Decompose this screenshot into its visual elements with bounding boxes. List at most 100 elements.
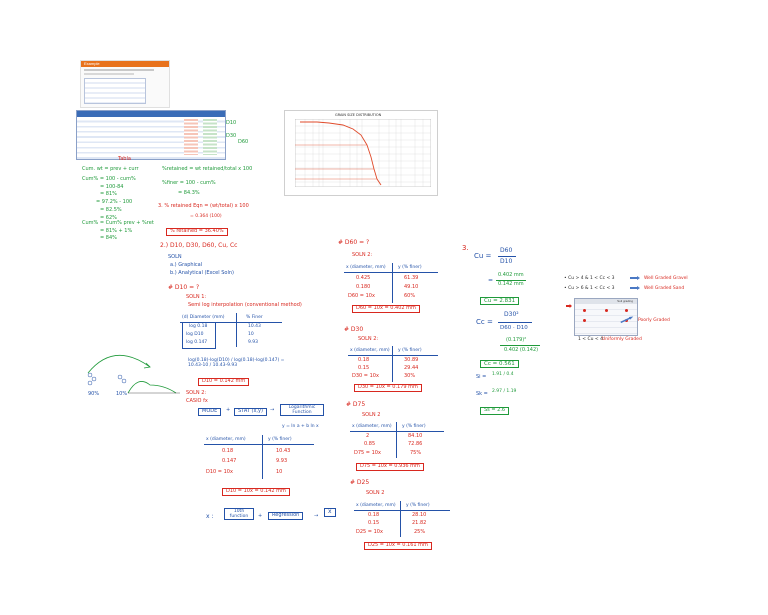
d30-row2-y: 29.44 — [404, 365, 419, 371]
grain-size-chart: GRAIN SIZE DISTRIBUTION — [284, 110, 438, 196]
d30-row2-x: 0.15 — [358, 365, 370, 371]
method-analytical: b.) Analytical (Excel Soln) — [170, 270, 234, 276]
d75-col-x: x (diameter, mm) — [352, 424, 392, 429]
cum-calc-10: = 84% — [100, 235, 117, 241]
flow2-result: x — [324, 508, 336, 517]
d60-col-y: y (% finer) — [398, 265, 422, 270]
d10-row1-y: 10.43 — [248, 324, 261, 329]
sieve-side-label-d10: D10 — [226, 120, 237, 126]
cum-calc-5: = 97.2% - 100 — [96, 199, 133, 205]
flow-arrow-1: → — [270, 407, 275, 413]
cu-num: D60 — [500, 247, 513, 254]
cum-calc-2: Cum% = 100 - cum% — [82, 176, 136, 182]
arrow-icon — [630, 286, 640, 290]
pct-label-10: 10% — [116, 391, 128, 397]
section3-heading: 3. — [462, 244, 469, 252]
d10-col-y: % Finer — [246, 315, 263, 320]
flow2-arrow: → — [314, 513, 319, 519]
d10-answer1: D10 = 0.142 mm — [198, 378, 250, 386]
section2-heading: 2.) D10, D30, D60, Cu, Cc — [160, 242, 238, 249]
poorly-graded-label: Poorly Graded — [638, 318, 670, 323]
chart-plot — [295, 119, 431, 187]
d30-soln: SOLN 2: — [358, 336, 379, 342]
d60-row2-x: 0.180 — [356, 284, 371, 290]
d75-col-y: y (% finer) — [402, 424, 426, 429]
d25-row1-x: 0.18 — [368, 512, 380, 518]
d60-row1-x: 0.425 — [356, 275, 371, 281]
flow-stat: STAT (x,y) — [234, 408, 267, 416]
arrow-icon — [566, 304, 572, 308]
arrow-icon — [630, 276, 640, 280]
cum-calc-4: = 81% — [100, 191, 117, 197]
t2-row1-x: 0.18 — [222, 448, 234, 454]
d30-row3-y: 30% — [404, 373, 416, 379]
extra-si: Si = — [476, 374, 487, 380]
d60-row1-y: 61.39 — [404, 275, 419, 281]
cum-calc-7: = 62% — [100, 215, 117, 221]
d25-row1-y: 28.10 — [412, 512, 427, 518]
cu-lhs: Cu = — [474, 252, 492, 260]
criteria-row-1: • Cu > 4 & 1 < Cc < 3 — [564, 276, 615, 281]
d75-row1-x: 2 — [366, 433, 370, 439]
d75-row3-x: D75 = 10x — [354, 450, 381, 456]
d25-soln: SOLN 2 — [366, 490, 385, 496]
criteria-row-2: • Cu > 6 & 1 < Cc < 3 — [564, 286, 615, 291]
d10-interp-eqn: log(0.18)-log(D10) / log(0.18)-log(0.147… — [188, 358, 285, 369]
d30-col-y: y (% finer) — [398, 348, 422, 353]
d25-heading: # D25 — [350, 479, 370, 486]
d75-soln: SOLN 2 — [362, 412, 381, 418]
cu-den: D10 — [500, 258, 513, 265]
d60-col-x: x (diameter, mm) — [346, 265, 386, 270]
cc-result: Cc = 0.561 — [480, 360, 519, 369]
slide-mini-table — [84, 78, 146, 104]
extra-sk-val: 2.97 / 1.19 — [492, 389, 517, 394]
t2-col-y: y (% finer) — [268, 437, 292, 442]
cc-den: D60 · D10 — [500, 325, 528, 331]
d75-row2-x: 0.85 — [364, 441, 376, 447]
d10-heading: # D10 = ? — [168, 284, 200, 291]
d25-row3-x: D25 = 10x — [356, 529, 383, 535]
method-graphical: a.) Graphical — [170, 262, 203, 268]
cu-result: Cu = 2.831 — [480, 297, 520, 306]
d30-heading: # D30 — [344, 326, 364, 333]
d25-col-x: x (diameter, mm) — [356, 503, 396, 508]
cum-calc-6: = 82.5% — [100, 207, 122, 213]
t2-row2-y: 9.93 — [276, 458, 288, 464]
d30-answer: D30 = 10x = 0.179 mm — [354, 384, 422, 392]
soln2-label: SOLN 2: — [186, 390, 207, 396]
pct-retained-result: % retained = 36.40% — [166, 228, 228, 236]
t2-row3-x: D10 = 10x — [206, 469, 233, 475]
section2-soln: SOLN — [168, 254, 182, 260]
criteria-label-1: Well Graded Gravel — [644, 276, 688, 281]
cu-sub-den: 0.142 mm — [498, 281, 524, 287]
t2-col-x: x (diameter, mm) — [206, 437, 246, 442]
d30-row1-x: 0.18 — [358, 357, 370, 363]
flow2-regression: Regression — [268, 512, 304, 520]
flow2-10th: 10th function — [224, 508, 254, 521]
flow-mode: MODE — [198, 408, 222, 416]
d25-row2-y: 21.82 — [412, 520, 427, 526]
d60-row3-y: 60% — [404, 293, 416, 299]
d75-row2-y: 72.86 — [408, 441, 423, 447]
flow-eqn: y = ln a + b ln x — [282, 424, 319, 429]
t2-row2-x: 0.147 — [222, 458, 237, 464]
d25-col-y: y (% finer) — [406, 503, 430, 508]
d10-row2-y: 10 — [248, 332, 254, 337]
chart-title: GRAIN SIZE DISTRIBUTION — [335, 113, 382, 117]
flow-plus-1: + — [226, 407, 231, 413]
sieve-side-label-d30: D30 — [226, 133, 237, 139]
d30-row1-y: 30.89 — [404, 357, 419, 363]
soln1-label: SOLN 1: — [186, 294, 207, 300]
d30-row3-x: D30 = 10x — [352, 373, 379, 379]
cc-sub-num: (0.179)² — [506, 337, 527, 343]
flow2-plus: + — [258, 513, 263, 519]
uniform-prefix: 1 < Cu < 4: — [578, 337, 605, 342]
cc-lhs: Cc = — [476, 318, 493, 326]
d10-row1-x: log 0.18 — [189, 324, 208, 329]
slide-banner: Example — [81, 61, 169, 67]
d25-row3-y: 25% — [414, 529, 426, 535]
cum-calc-1: Cum. wt = prev + curr — [82, 166, 139, 172]
d60-row2-y: 49.10 — [404, 284, 419, 290]
pct-retained-eqn: 3. % retained Eqn = (wt/total) x 100 — [158, 203, 249, 209]
cum-calc-8: Cum% = Cum% prev + %ret — [82, 220, 154, 226]
